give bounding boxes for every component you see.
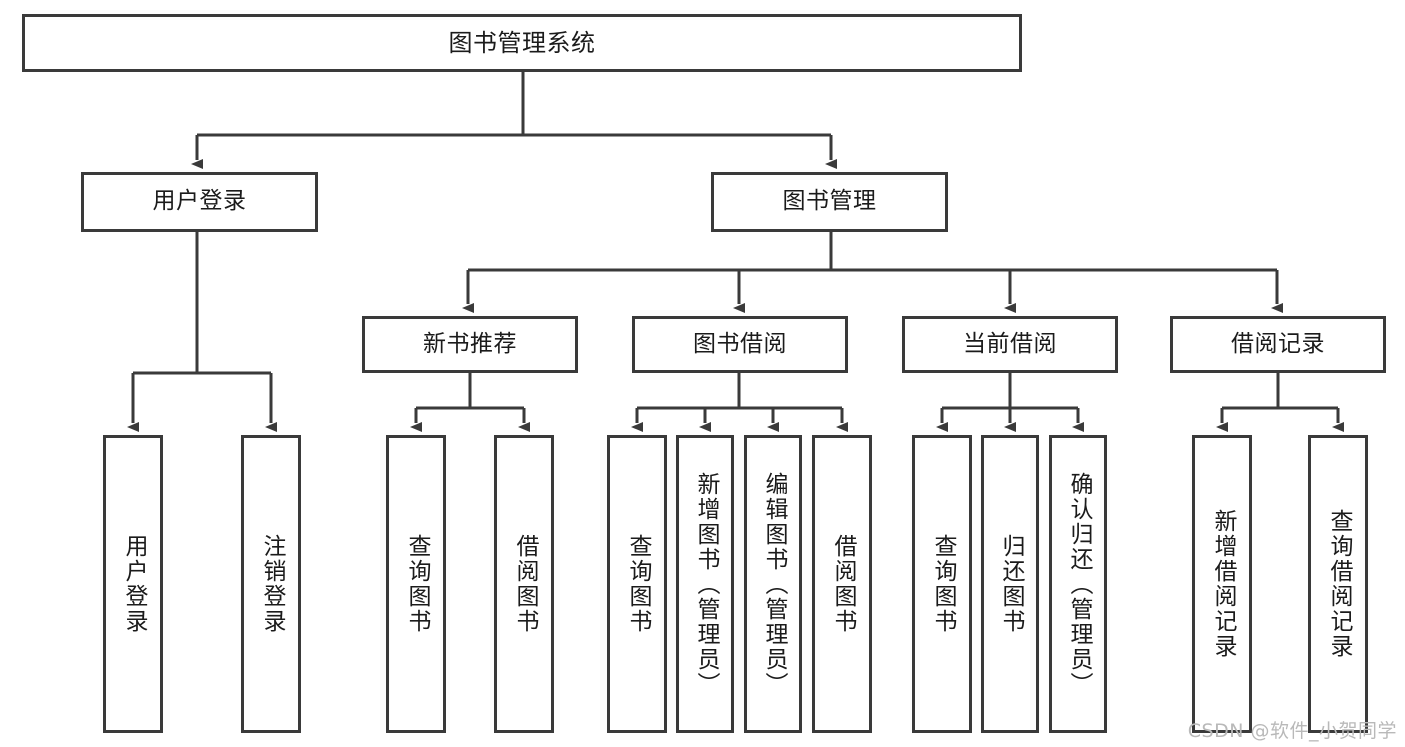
leaf-add-book-admin[interactable]: 新增图书（管理员） bbox=[676, 435, 734, 733]
leaf-query-books-borrow[interactable]: 查询图书 bbox=[607, 435, 667, 733]
node-label: 用户登录 bbox=[120, 534, 147, 634]
node-borrowing-records[interactable]: 借阅记录 bbox=[1170, 316, 1386, 373]
node-label: 新增图书（管理员） bbox=[692, 471, 719, 697]
leaf-borrow-books-recommend[interactable]: 借阅图书 bbox=[494, 435, 554, 733]
node-label: 确认归还（管理员） bbox=[1065, 471, 1092, 697]
node-label: 查询图书 bbox=[403, 534, 430, 634]
node-label: 新增借阅记录 bbox=[1209, 509, 1236, 659]
leaf-query-books-recommend[interactable]: 查询图书 bbox=[386, 435, 446, 733]
node-label: 图书借阅 bbox=[693, 330, 787, 357]
node-user-login[interactable]: 用户登录 bbox=[81, 172, 318, 232]
node-label: 注销登录 bbox=[258, 534, 285, 634]
node-current-borrowing[interactable]: 当前借阅 bbox=[902, 316, 1118, 373]
node-book-management[interactable]: 图书管理 bbox=[711, 172, 948, 232]
leaf-logout[interactable]: 注销登录 bbox=[241, 435, 301, 733]
leaf-edit-book-admin[interactable]: 编辑图书（管理员） bbox=[744, 435, 802, 733]
node-new-book-recommendation[interactable]: 新书推荐 bbox=[362, 316, 578, 373]
node-label: 借阅记录 bbox=[1231, 330, 1325, 357]
leaf-user-login[interactable]: 用户登录 bbox=[103, 435, 163, 733]
leaf-return-books[interactable]: 归还图书 bbox=[981, 435, 1039, 733]
leaf-confirm-return-admin[interactable]: 确认归还（管理员） bbox=[1049, 435, 1107, 733]
node-label: 借阅图书 bbox=[829, 534, 856, 634]
node-label: 查询借阅记录 bbox=[1325, 509, 1352, 659]
node-label: 借阅图书 bbox=[511, 534, 538, 634]
leaf-add-borrow-record[interactable]: 新增借阅记录 bbox=[1192, 435, 1252, 733]
node-label: 查询图书 bbox=[929, 534, 956, 634]
leaf-borrow-books[interactable]: 借阅图书 bbox=[812, 435, 872, 733]
node-book-borrowing[interactable]: 图书借阅 bbox=[632, 316, 848, 373]
node-label: 编辑图书（管理员） bbox=[760, 471, 787, 697]
node-label: 图书管理 bbox=[782, 188, 877, 215]
node-root-library-management-system[interactable]: 图书管理系统 bbox=[22, 14, 1022, 72]
node-label: 归还图书 bbox=[997, 534, 1024, 634]
node-label: 新书推荐 bbox=[423, 330, 517, 357]
node-label: 图书管理系统 bbox=[448, 28, 596, 57]
leaf-query-borrow-record[interactable]: 查询借阅记录 bbox=[1308, 435, 1368, 733]
node-label: 查询图书 bbox=[624, 534, 651, 634]
csdn-watermark: CSDN @软件_小贺同学 bbox=[1187, 720, 1397, 742]
leaf-query-books-current[interactable]: 查询图书 bbox=[912, 435, 972, 733]
node-label: 当前借阅 bbox=[963, 330, 1057, 357]
node-label: 用户登录 bbox=[152, 188, 247, 215]
